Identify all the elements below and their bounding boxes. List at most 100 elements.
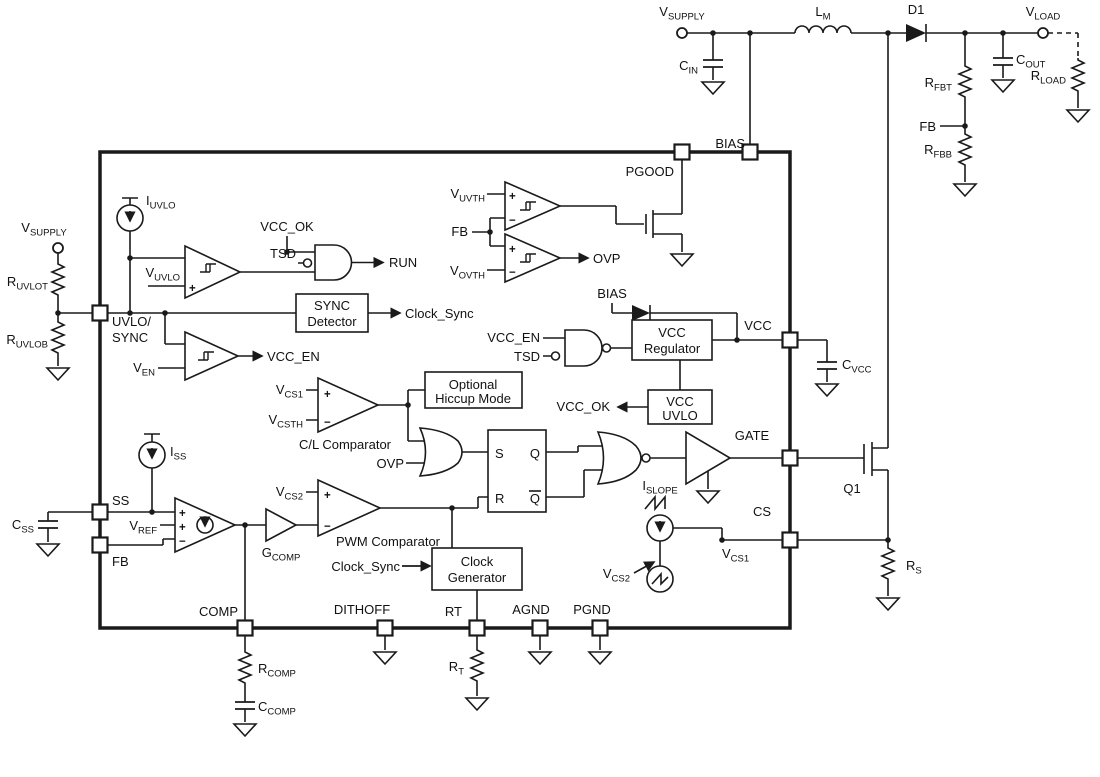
bias-diode: [632, 305, 651, 321]
label-vuvth: VUVTH: [450, 186, 485, 205]
pin-pgood: [673, 143, 691, 161]
clock-generator-line2: Generator: [448, 570, 507, 585]
label-run: RUN: [389, 255, 417, 270]
ground-symbol: [696, 490, 720, 504]
wires: [543, 303, 783, 390]
label-vcc-en-out: VCC_EN: [267, 349, 320, 364]
vsupply-terminal: [676, 27, 688, 39]
label-css: CSS: [12, 517, 34, 536]
clock-generator-box: [431, 547, 523, 591]
pin-label-bias-top: BIAS: [715, 136, 745, 151]
iss-current-source: [139, 442, 165, 468]
ground-symbol: [373, 651, 397, 665]
ground-symbol: [815, 383, 839, 397]
pwm-logic-section: VCS1 VCSTH + − C/L Comparator Optional H…: [268, 371, 783, 513]
inverter-bubble: [601, 343, 612, 353]
sync-detector-line2: Detector: [307, 314, 357, 329]
label-ovp-in: OVP: [377, 456, 404, 471]
cl-comparator: [317, 376, 380, 434]
label-ovp-out: OVP: [593, 251, 620, 266]
hiccup-mode-box: [424, 371, 523, 409]
uvlo-divider-external-circuit: VSUPPLY RUVLOT RUVLOB CSS: [6, 220, 93, 557]
label-bias-internal: BIAS: [597, 286, 627, 301]
pin-comp: [236, 619, 254, 637]
pin-gate: [781, 449, 799, 467]
label-vovth: VOVTH: [450, 263, 485, 282]
wires: [306, 389, 783, 498]
rcomp-resistor: [238, 649, 252, 687]
label-rcomp: RCOMP: [258, 661, 296, 680]
label-q1: Q1: [843, 481, 860, 496]
label-vcc-en-in: VCC_EN: [487, 330, 540, 345]
wires: [244, 635, 601, 722]
plus-sign: +: [179, 522, 186, 534]
inverter-bubble: [302, 258, 313, 268]
driver-nor-gate: [596, 431, 642, 485]
left-wires: [47, 253, 93, 542]
label-vcs2-node: VCS2: [603, 566, 630, 585]
label-vref: VREF: [129, 518, 157, 537]
clock-generator-line1: Clock: [461, 554, 494, 569]
label-vcs1-node: VCS1: [722, 546, 749, 565]
pgood-uvth-comparator: [504, 180, 563, 232]
ruvlob-resistor: [51, 319, 65, 357]
ic-pins: BIAS: [91, 136, 799, 637]
power-stage-external-circuit: VSUPPLY CIN LM D1 VLOAD COUT RLOAD RFBT …: [659, 2, 1090, 197]
sawtooth-icon: [644, 494, 666, 512]
pin-label-rt: RT: [445, 604, 462, 619]
vcc-regulator-line2: Regulator: [644, 341, 701, 356]
wires: [107, 197, 315, 369]
label-clock-sync-in: Clock_Sync: [331, 559, 400, 574]
label-fb-divider: FB: [919, 119, 936, 134]
latch-s-label: S: [495, 446, 504, 461]
pin-label-comp: COMP: [199, 604, 238, 619]
label-cvcc: CVCC: [842, 357, 872, 376]
label-d1: D1: [908, 2, 925, 17]
ruvlot-resistor: [51, 261, 65, 299]
pin-dithoff: [376, 619, 394, 637]
cvcc-capacitor: [816, 361, 838, 370]
pin-uvlo-sync: [91, 304, 109, 322]
vcs2-pointer: [633, 561, 656, 574]
plus-sign: +: [324, 490, 331, 502]
pin-fb: [91, 536, 109, 554]
label-clock-sync-out: Clock_Sync: [405, 306, 474, 321]
vcc-regulator-box: [631, 319, 713, 361]
css-capacitor: [37, 520, 59, 529]
ground-symbol: [670, 253, 694, 267]
latch-r-label: R: [495, 491, 504, 506]
ground-symbol: [991, 79, 1015, 93]
label-vuvlo: VUVLO: [145, 265, 180, 284]
ground-symbol: [588, 651, 612, 665]
pgood-ovp-section: VUVTH + − FB + − VOVTH OVP PGOOD: [450, 159, 694, 284]
islope-current-source: [647, 515, 673, 541]
label-tsd-run: TSD: [270, 246, 296, 261]
vcc-enable-and-gate: [564, 329, 603, 367]
label-vcsth: VCSTH: [268, 412, 303, 431]
minus-sign: −: [324, 417, 331, 429]
ground-symbol: [876, 597, 900, 611]
label-rfbb: RFBB: [924, 142, 952, 161]
latch-qbar-label: Q: [530, 491, 540, 506]
pin-label-fb: FB: [112, 554, 129, 569]
label-ruvlot: RUVLOT: [7, 274, 48, 293]
enable-comparator: [184, 330, 240, 382]
label-ccomp: CCOMP: [258, 699, 296, 718]
plus-sign: +: [189, 283, 196, 295]
vsupply-left-terminal: [52, 242, 64, 254]
plus-sign: +: [509, 244, 516, 256]
label-tsd-in: TSD: [514, 349, 540, 364]
error-amp-pwm-section: ISS SS FB VREF + + − GCOMP VCS2 + − PWM …: [107, 433, 611, 621]
label-rfbt: RFBT: [925, 75, 953, 94]
rfbb-resistor: [958, 131, 972, 169]
ground-symbol: [1066, 109, 1090, 123]
pin-pgnd: [591, 619, 609, 637]
minus-sign: −: [179, 536, 186, 548]
label-ruvlob: RUVLOB: [6, 332, 48, 351]
label-vsupply-left: VSUPPLY: [21, 220, 67, 239]
sync-detector-line1: SYNC: [314, 298, 350, 313]
pin-label-pgood: PGOOD: [626, 164, 674, 179]
label-gcomp: GCOMP: [262, 545, 301, 564]
